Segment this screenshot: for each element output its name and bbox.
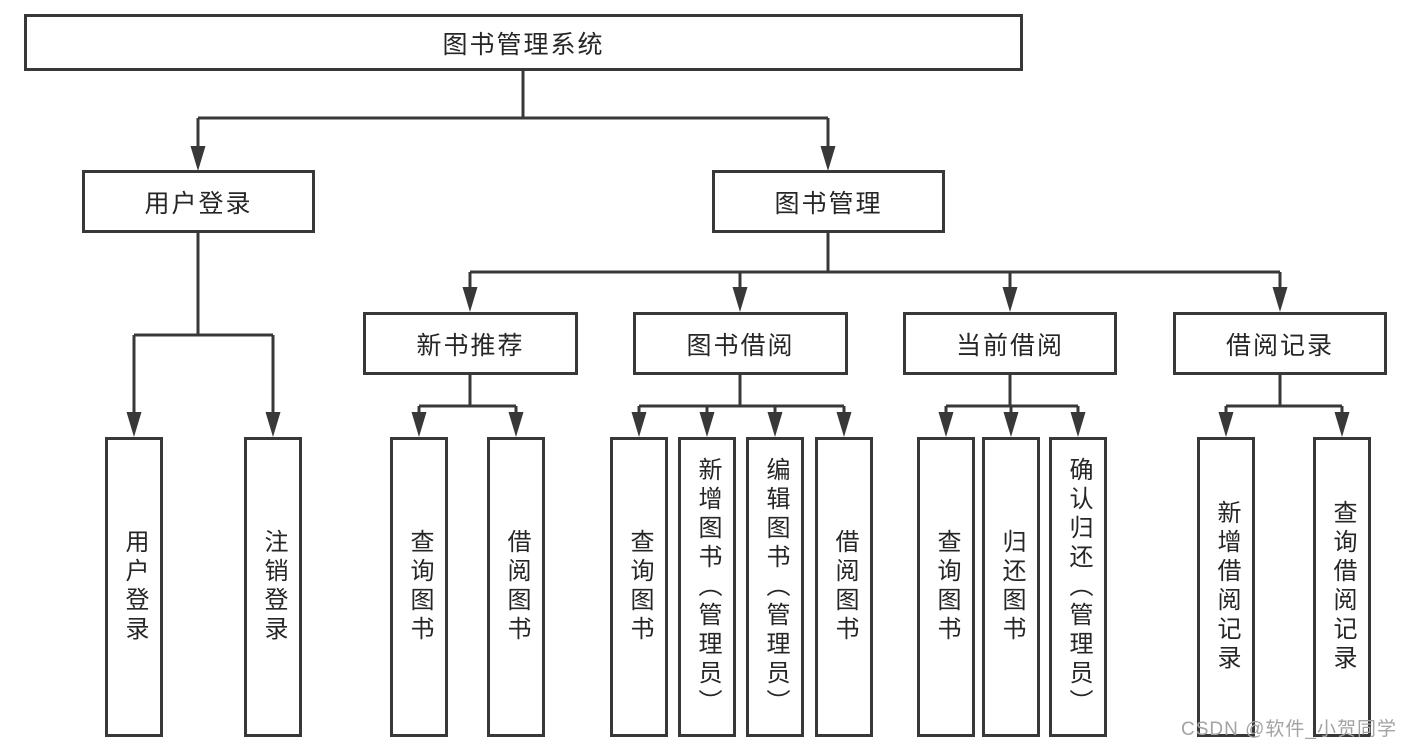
node-user-login: 用户登录 (82, 170, 315, 233)
leaf-bb-borrow-books: 借阅图书 (815, 437, 873, 737)
leaf-label: 注销登录 (260, 529, 287, 645)
node-book-borrowing: 图书借阅 (633, 312, 848, 375)
node-library-management-system: 图书管理系统 (24, 14, 1023, 71)
leaf-user-login: 用户登录 (105, 437, 163, 737)
leaf-logout: 注销登录 (244, 437, 302, 737)
leaf-bb-add-book-admin: 新增图书（管理员） (678, 437, 736, 737)
node-book-management: 图书管理 (712, 170, 945, 233)
leaf-br-query-record: 查询借阅记录 (1313, 437, 1371, 737)
leaf-label: 查询图书 (626, 529, 653, 645)
leaf-nb-borrow-books: 借阅图书 (487, 437, 545, 737)
leaf-label: 确认归还（管理员） (1065, 456, 1092, 718)
leaf-bb-edit-book-admin: 编辑图书（管理员） (746, 437, 804, 737)
leaf-br-add-record: 新增借阅记录 (1197, 437, 1255, 737)
leaf-cb-confirm-return-admin: 确认归还（管理员） (1049, 437, 1107, 737)
csdn-watermark: CSDN @软件_小贺同学 (1181, 719, 1397, 740)
leaf-label: 用户登录 (121, 529, 148, 645)
leaf-bb-query-books: 查询图书 (610, 437, 668, 737)
leaf-label: 编辑图书（管理员） (762, 456, 789, 718)
arrowheads (126, 146, 1350, 437)
leaf-label: 查询借阅记录 (1329, 500, 1356, 674)
leaf-label: 新增借阅记录 (1213, 500, 1240, 674)
node-current-borrowing: 当前借阅 (903, 312, 1117, 375)
leaf-label: 查询图书 (933, 529, 960, 645)
leaf-cb-return-books: 归还图书 (982, 437, 1040, 737)
leaf-label: 借阅图书 (503, 529, 530, 645)
node-borrowing-records: 借阅记录 (1173, 312, 1387, 375)
leaf-label: 查询图书 (406, 529, 433, 645)
leaf-label: 新增图书（管理员） (694, 456, 721, 718)
leaf-label: 归还图书 (998, 529, 1025, 645)
leaf-nb-query-books: 查询图书 (390, 437, 448, 737)
leaf-cb-query-books: 查询图书 (917, 437, 975, 737)
leaf-label: 借阅图书 (831, 529, 858, 645)
node-new-book-recommendation: 新书推荐 (363, 312, 578, 375)
